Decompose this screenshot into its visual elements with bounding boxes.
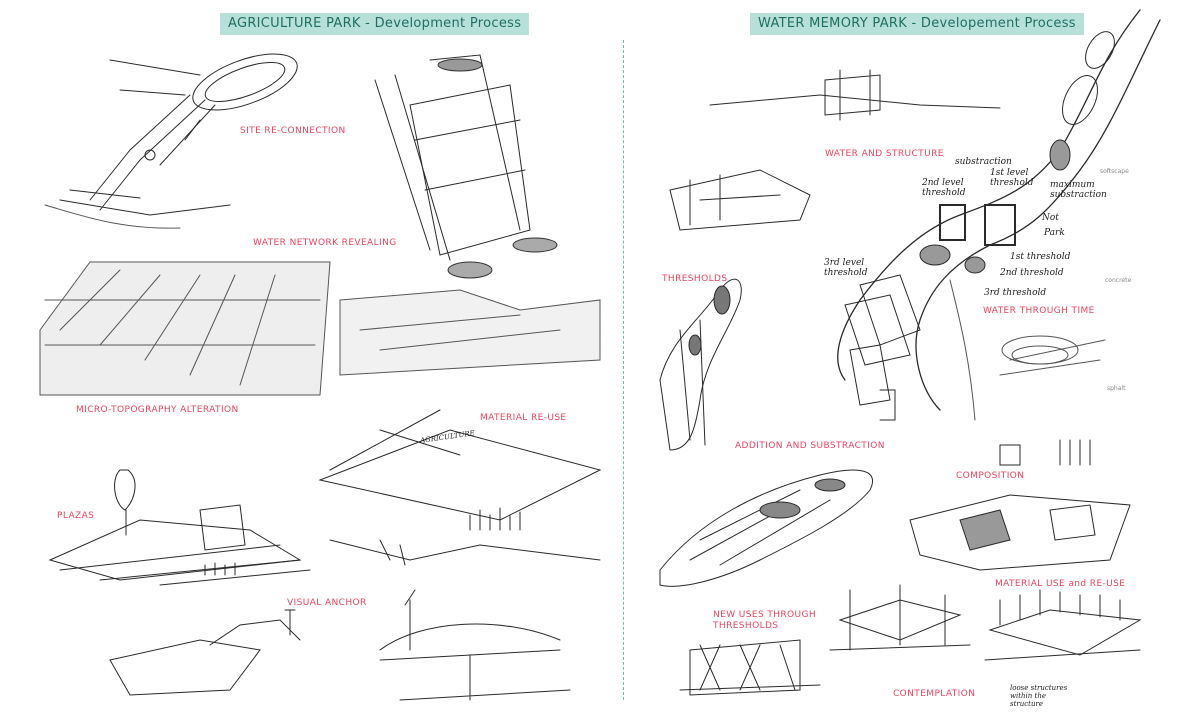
contemplation-sketch (830, 585, 970, 650)
annotation-park: Park (1044, 228, 1065, 238)
label-site-reconnection: SITE RE-CONNECTION (240, 126, 346, 136)
annotation-3rd-level-threshold: 3rd level threshold (824, 258, 868, 278)
new-uses-sketch (680, 640, 820, 695)
annotation-maximum-substraction: maximum substraction (1050, 180, 1107, 200)
composition-sketch (910, 440, 1130, 570)
label-addition-substraction: ADDITION AND SUBSTRACTION (735, 441, 885, 451)
annotation-loose-structures: loose structures within the structure (1010, 684, 1068, 708)
label-new-uses-line1: NEW USES THROUGH (713, 610, 817, 620)
label-material-reuse: MATERIAL RE-USE (480, 413, 567, 423)
thresholds-sketch (660, 279, 741, 450)
annotation-1st-threshold: 1st threshold (1010, 252, 1071, 262)
visual-anchor-sketch (110, 590, 570, 700)
agriculture-park-title: AGRICULTURE PARK - Development Process (220, 13, 530, 35)
panel-divider (623, 40, 624, 700)
water-structure-sketch (670, 70, 1000, 230)
water-through-time-sketch (1000, 336, 1105, 375)
water-network-sketch (375, 55, 557, 278)
label-visual-anchor: VISUAL ANCHOR (287, 598, 367, 608)
label-water-through-time: WATER THROUGH TIME (983, 306, 1095, 316)
annotation-2nd-level-threshold: 2nd level threshold (922, 178, 966, 198)
annotation-substraction: substraction (955, 157, 1012, 167)
site-reconnection-sketch (45, 43, 304, 229)
annotation-3rd-threshold: 3rd threshold (984, 288, 1047, 298)
addition-substraction-sketch (660, 470, 873, 586)
river-plan-sketch (838, 10, 1160, 420)
annotation-2nd-threshold: 2nd threshold (1000, 268, 1064, 278)
label-material-use-reuse: MATERIAL USE and RE-USE (995, 579, 1126, 589)
label-composition: COMPOSITION (956, 471, 1025, 481)
material-reuse-sketch (320, 410, 600, 565)
label-water-and-structure: WATER AND STRUCTURE (825, 149, 944, 159)
label-contemplation: CONTEMPLATION (893, 689, 976, 699)
material-concrete: concrete (1105, 277, 1132, 284)
label-micro-topography: MICRO-TOPOGRAPHY ALTERATION (76, 405, 239, 415)
micro-topography-sketch (40, 262, 600, 395)
label-new-uses-line2: THRESHOLDS (713, 621, 779, 631)
material-asphalt: sphalt (1107, 385, 1126, 392)
water-memory-park-title: WATER MEMORY PARK - Developement Process (750, 13, 1084, 35)
material-softscape: softscape (1100, 168, 1129, 175)
annotation-1st-level-threshold: 1st level threshold (990, 168, 1034, 188)
plazas-sketch (50, 470, 310, 585)
label-thresholds: THRESHOLDS (662, 274, 728, 284)
annotation-not: Not (1042, 213, 1059, 223)
material-use-sketch (985, 590, 1140, 660)
label-plazas: PLAZAS (57, 511, 95, 521)
label-water-network-revealing: WATER NETWORK REVEALING (253, 238, 397, 248)
